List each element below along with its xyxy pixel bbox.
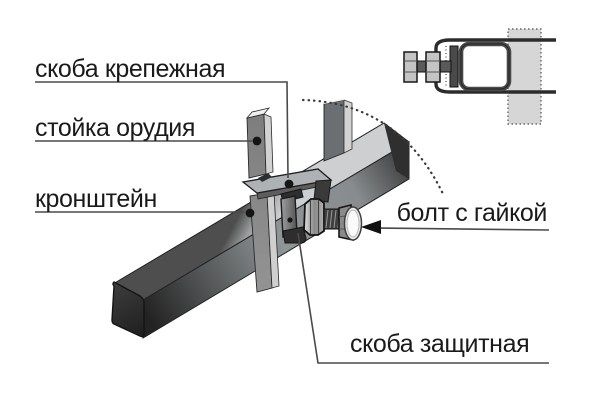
- tool-post-upper-shape: [245, 107, 274, 179]
- main-isometric-drawing: [111, 98, 446, 339]
- detail-tool-post-section: [507, 28, 542, 125]
- dot-bracket: [245, 208, 255, 218]
- label-protective-clamp: скоба защитная: [350, 330, 529, 358]
- tool-post-lower-shape: [249, 191, 280, 293]
- label-fastening-clamp: скоба крепежная: [35, 55, 225, 83]
- tool-post-alt-position-shape: [323, 98, 353, 162]
- leader-protective-clamp: [297, 232, 549, 364]
- label-bracket: кронштейн: [35, 185, 157, 213]
- dot-tool-post: [252, 136, 262, 146]
- leader-fastening-clamp: [35, 81, 289, 179]
- protective-clamp-hole: [287, 217, 293, 223]
- label-bolt-with-nut: болт с гайкой: [397, 199, 547, 227]
- detail-nut: [425, 51, 441, 83]
- label-tool-post: стойка орудия: [35, 114, 195, 142]
- nut-shape: [303, 198, 325, 236]
- clamp-plate-slot: [258, 173, 272, 182]
- beam-end-cut: [384, 123, 409, 179]
- detail-cross-section-view: [403, 28, 556, 125]
- detail-bolt-head: [403, 51, 418, 83]
- protective-clamp-shape: [280, 188, 307, 244]
- bolt-with-nut-shape: [303, 198, 363, 242]
- beam-end-cap: [111, 281, 145, 338]
- leader-lines: [35, 81, 550, 364]
- dot-fastening-clamp: [284, 179, 294, 189]
- leader-dots: [245, 136, 294, 218]
- detail-beam-tube-section: [458, 41, 512, 92]
- leader-bolt: [378, 227, 550, 231]
- labels: скоба крепежная стойка орудия кронштейн …: [35, 55, 547, 358]
- swing-arc-dotted: [301, 98, 446, 198]
- clamp-plate-hook: [313, 179, 332, 203]
- arrow-to-bolt: [361, 220, 381, 234]
